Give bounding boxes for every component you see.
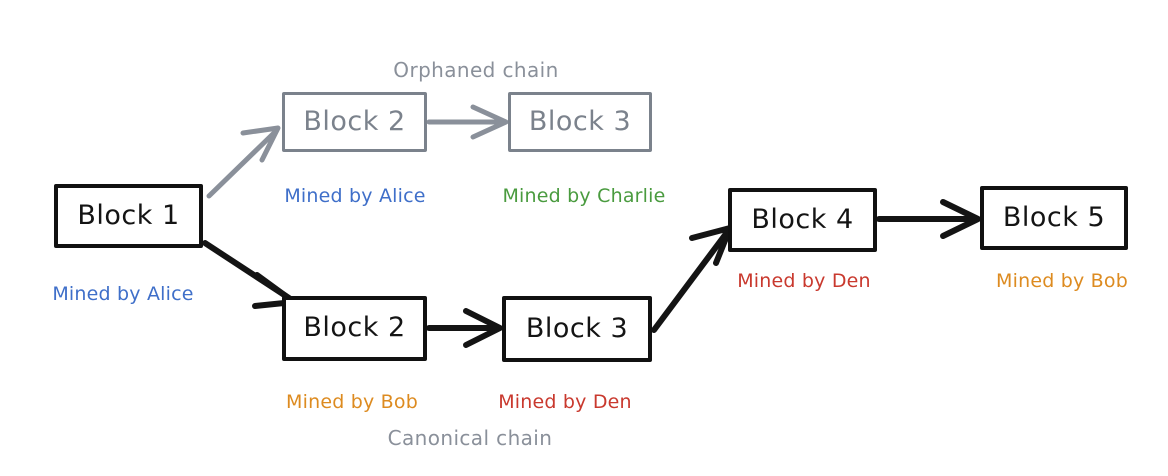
edge-block1-to-orphan-block2 [206,125,281,199]
canonical-block-2[interactable]: Block 2 [282,296,427,361]
block-label: Block 3 [525,312,629,344]
block-label: Block 2 [303,105,406,137]
edge-canonical-block2-to-block3 [426,308,503,348]
canonical-block-3[interactable]: Block 3 [502,296,652,362]
caption-block-1: Mined by Alice [52,283,194,305]
orphan-block-3[interactable]: Block 3 [508,92,652,152]
block-label: Block 1 [77,199,180,231]
caption-canonical-block-3: Mined by Den [498,391,632,413]
block-label: Block 2 [303,312,406,343]
caption-block-5: Mined by Bob [996,270,1128,292]
edge-block4-to-block5 [876,199,981,239]
block-label: Block 3 [528,105,632,137]
canonical-chain-title: Canonical chain [387,426,553,450]
edge-orphan-block2-to-orphan-block3 [426,104,509,140]
block-4[interactable]: Block 4 [728,188,877,252]
block-5[interactable]: Block 5 [980,186,1128,250]
block-label: Block 4 [751,203,854,235]
orphan-block-2[interactable]: Block 2 [282,92,427,152]
orphaned-chain-title: Orphaned chain [393,58,559,82]
caption-orphan-block-2: Mined by Alice [284,185,426,207]
block-label: Block 5 [1002,201,1106,233]
edge-block1-to-canonical-block2 [202,240,297,309]
caption-orphan-block-3: Mined by Charlie [502,185,666,207]
edge-canonical-block3-to-block4 [651,225,733,333]
caption-block-4: Mined by Den [737,270,871,292]
block-1[interactable]: Block 1 [54,184,203,248]
caption-canonical-block-2: Mined by Bob [286,391,418,413]
